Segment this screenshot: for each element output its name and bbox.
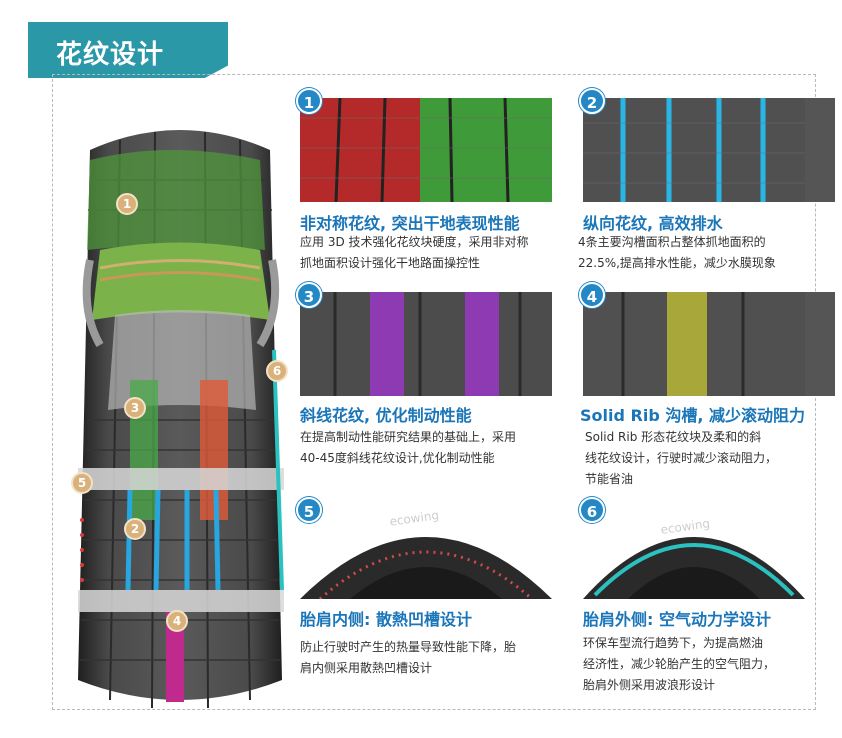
feature-1-title: 非对称花纹, 突出干地表现性能 (300, 214, 520, 233)
feature-6-desc-line-1: 环保车型流行趋势下，为提高燃油 (583, 636, 764, 650)
tire-marker-3: 3 (124, 397, 146, 419)
feature-2-number: 2 (579, 88, 605, 114)
tire-marker-2: 2 (124, 518, 146, 540)
tire-marker-6: 6 (266, 360, 288, 382)
tire-marker-1: 1 (116, 193, 138, 215)
feature-4-desc-line-1: Solid Rib 形态花纹块及柔和的斜 (585, 430, 762, 444)
feature-4-number: 4 (579, 282, 605, 308)
section-title: 花纹设计 (56, 40, 165, 70)
feature-1-desc-line-1: 应用 3D 技术强化花纹块硬度，采用非对称 (300, 235, 529, 249)
feature-2-title: 纵向花纹, 高效排水 (583, 214, 723, 233)
feature-5-brand-text: ecowing (389, 508, 440, 529)
tire-tread-illustration (78, 130, 284, 709)
feature-2-desc-line-2: 22.5%,提高排水性能，减少水膜现象 (578, 256, 776, 270)
section-header-tab (28, 22, 229, 79)
feature-5-desc-line-1: 防止行驶时产生的热量导致性能下降，胎 (300, 640, 517, 654)
feature-5-number: 5 (296, 497, 322, 523)
feature-4-desc-line-2: 线花纹设计，行驶时减少滚动阻力， (585, 451, 778, 465)
feature-2-image (583, 98, 835, 202)
feature-5-image: ecowing (300, 495, 552, 599)
feature-4-image (583, 292, 835, 396)
feature-3-number: 3 (296, 282, 322, 308)
tire-marker-5: 5 (71, 472, 93, 494)
feature-3-image (300, 292, 552, 396)
feature-2-desc-line-1: 4条主要沟槽面积占整体抓地面积的 (578, 235, 766, 249)
feature-6-desc-line-3: 胎肩外侧采用波浪形设计 (583, 678, 716, 692)
tire-marker-4: 4 (166, 610, 188, 632)
feature-5-desc-line-2: 肩内侧采用散熱凹槽设计 (300, 661, 433, 675)
feature-1-number: 1 (296, 88, 322, 114)
feature-3-title: 斜线花纹, 优化制动性能 (300, 406, 472, 425)
feature-1-image (300, 98, 552, 202)
feature-6-number: 6 (579, 497, 605, 523)
feature-1-desc-line-2: 抓地面积设计强化干地路面操控性 (300, 256, 481, 270)
feature-3-desc-line-1: 在提高制动性能研究结果的基础上，采用 (300, 430, 517, 444)
feature-5-title: 胎肩内侧: 散熱凹槽设计 (300, 610, 472, 629)
feature-6-image: ecowing (583, 495, 805, 599)
feature-3-desc-line-2: 40-45度斜线花纹设计,优化制动性能 (300, 451, 495, 465)
feature-4-title: Solid Rib 沟槽, 减少滚动阻力 (580, 406, 805, 425)
feature-6-brand-text: ecowing (660, 516, 711, 537)
feature-4-desc-line-3: 节能省油 (585, 472, 634, 486)
feature-6-desc-line-2: 经济性，减少轮胎产生的空气阻力， (583, 657, 776, 671)
feature-6-title: 胎肩外侧: 空气动力学设计 (583, 610, 771, 629)
